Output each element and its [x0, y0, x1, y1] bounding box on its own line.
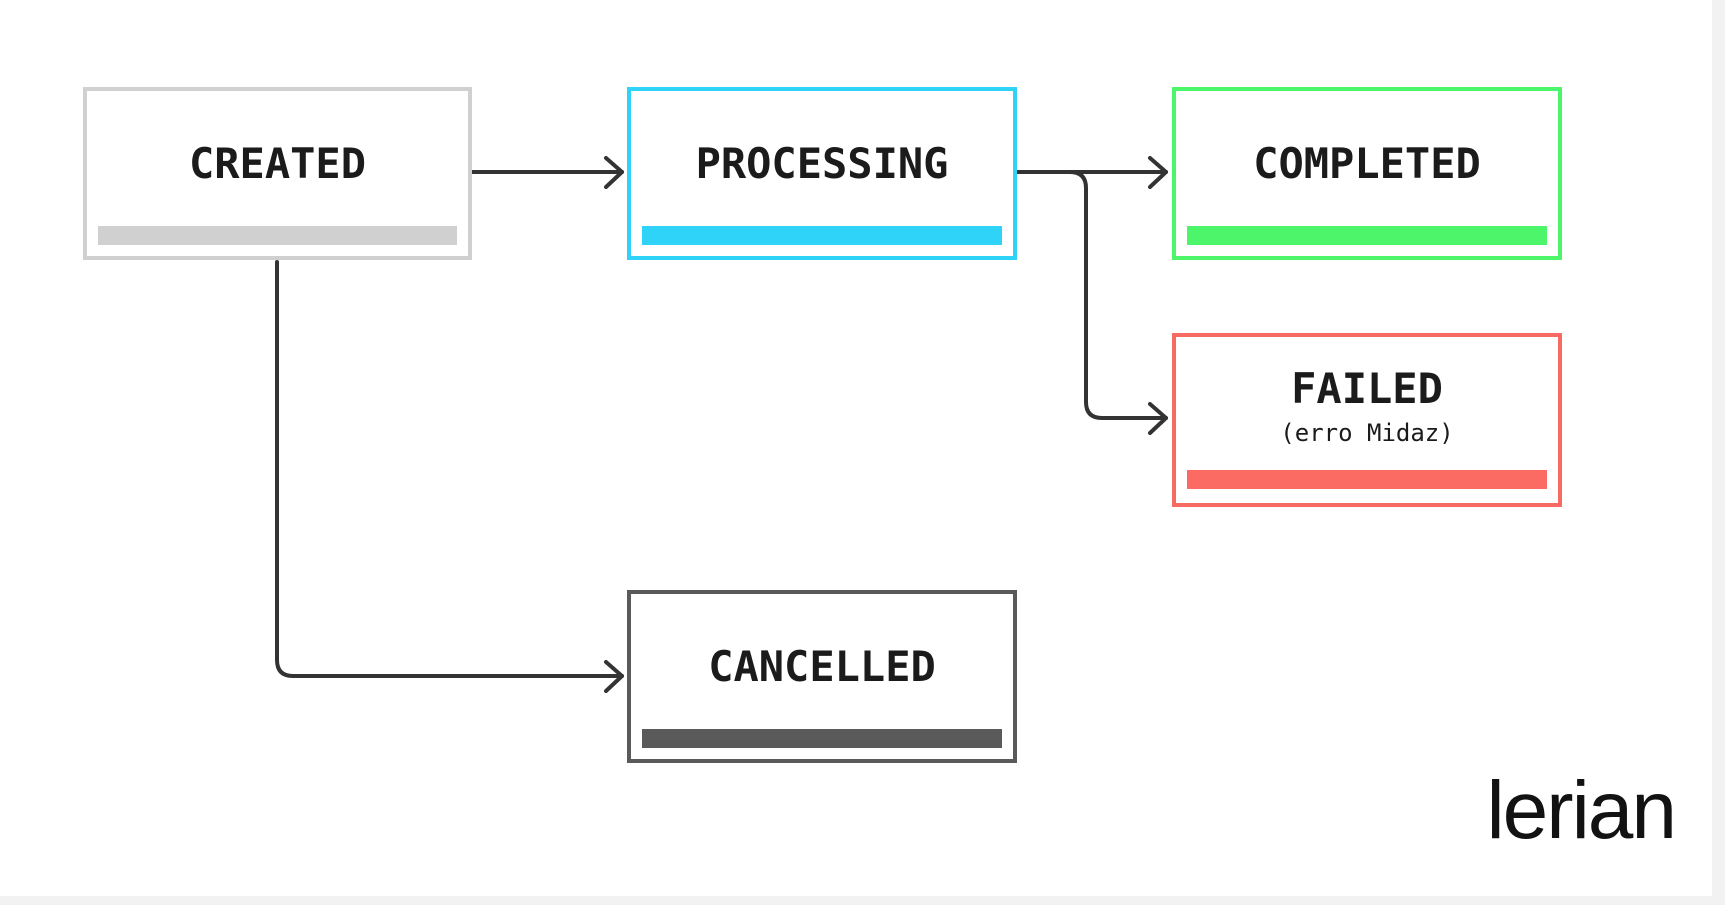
state-cancelled-bar: [642, 729, 1002, 748]
state-processing-label: PROCESSING: [695, 139, 949, 188]
lerian-logo: lerian: [1486, 765, 1677, 856]
arrowhead-cancelled: [604, 660, 624, 693]
state-completed-bar: [1187, 226, 1547, 245]
edge-processing-to-failed: [1068, 170, 1168, 420]
arrowhead-processing: [604, 156, 624, 189]
state-processing-bar: [642, 226, 1002, 245]
state-failed-label: FAILED: [1291, 364, 1443, 413]
arrowhead-completed: [1148, 156, 1168, 189]
state-created: CREATED: [83, 87, 472, 260]
state-failed-bar: [1187, 470, 1547, 489]
state-created-label: CREATED: [188, 139, 366, 188]
arrowhead-failed: [1148, 402, 1168, 435]
state-failed-sublabel: (erro Midaz): [1280, 419, 1454, 447]
state-created-bar: [98, 226, 457, 245]
state-completed: COMPLETED: [1172, 87, 1562, 260]
state-completed-label: COMPLETED: [1253, 139, 1481, 188]
state-cancelled: CANCELLED: [627, 590, 1017, 763]
state-processing: PROCESSING: [627, 87, 1017, 260]
state-cancelled-label: CANCELLED: [708, 642, 936, 691]
edge-created-to-cancelled: [275, 260, 624, 678]
state-failed: FAILED (erro Midaz): [1172, 333, 1562, 507]
